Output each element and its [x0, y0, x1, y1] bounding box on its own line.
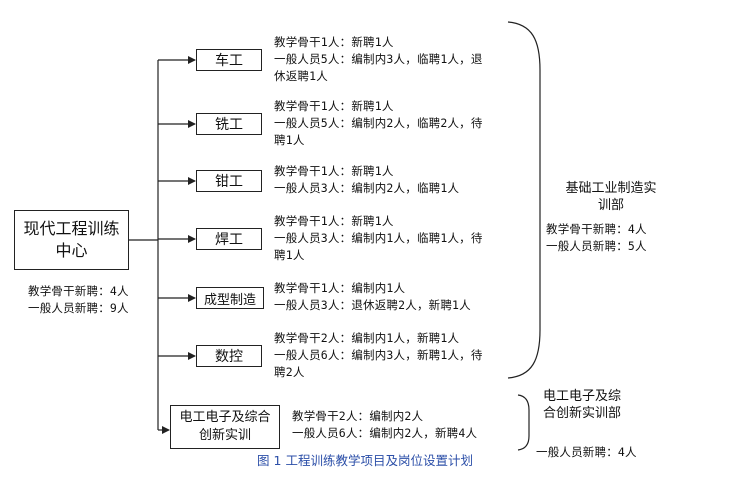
- workshop-name: 数控: [215, 349, 243, 365]
- desc-line: 一般人员3人：编制内1人，临聘1人，待: [274, 231, 483, 245]
- desc-line: 一般人员6人：编制内2人，新聘4人: [292, 426, 478, 440]
- workshop-name: 焊工: [215, 232, 243, 248]
- desc-line: 教学骨干1人：编制内1人: [274, 281, 406, 295]
- desc-line: 聘2人: [274, 365, 305, 379]
- center-title: 现代工程训练中心: [23, 219, 120, 260]
- desc-line: 教学骨干1人：新聘1人: [274, 214, 394, 228]
- workshop-box-xigong[interactable]: 铣工: [196, 113, 262, 135]
- center-stats: 教学骨干新聘：4人 一般人员新聘：9人: [28, 283, 129, 317]
- workshop-desc-xigong: 教学骨干1人：新聘1人 一般人员5人：编制内2人，临聘2人，待 聘1人: [274, 98, 483, 149]
- elec-dept-brace: [517, 394, 530, 451]
- workshop-box-qiangong[interactable]: 钳工: [196, 170, 262, 192]
- caption-text: 图 1 工程训练教学项目及岗位设置计划: [257, 453, 473, 468]
- desc-line: 教学骨干1人：新聘1人: [274, 35, 394, 49]
- center-box[interactable]: 现代工程训练中心: [14, 210, 129, 270]
- workshop-name: 成型制造: [203, 292, 256, 308]
- basic-dept-brace: [507, 21, 541, 379]
- desc-line: 一般人员5人：编制内2人，临聘2人，待: [274, 116, 483, 130]
- desc-line: 聘1人: [274, 248, 305, 262]
- workshop-desc-qiangong: 教学骨干1人：新聘1人 一般人员3人：编制内2人，临聘1人: [274, 163, 459, 197]
- workshop-box-shukong[interactable]: 数控: [196, 345, 262, 367]
- dept-stat-line: 教学骨干新聘：4人: [546, 222, 647, 236]
- elec-dept-stats: 一般人员新聘：4人: [536, 444, 637, 461]
- desc-line: 教学骨干2人：编制内2人: [292, 409, 424, 423]
- elec-dept-title: 电工电子及综合创新实训部: [542, 388, 622, 422]
- basic-dept-title-text: 基础工业制造实训部: [565, 181, 657, 213]
- electrical-name: 电工电子及综合创新实训: [179, 410, 271, 443]
- workshop-desc-shukong: 教学骨干2人：编制内1人，新聘1人 一般人员6人：编制内3人，新聘1人，待 聘2…: [274, 330, 483, 381]
- dept-stat-line: 一般人员新聘：5人: [546, 239, 647, 253]
- basic-dept-stats: 教学骨干新聘：4人 一般人员新聘：5人: [546, 221, 647, 255]
- workshop-desc-chegong: 教学骨干1人：新聘1人 一般人员5人：编制内3人，临聘1人，退 休返聘1人: [274, 34, 483, 85]
- desc-line: 一般人员6人：编制内3人，新聘1人，待: [274, 348, 483, 362]
- desc-line: 教学骨干1人：新聘1人: [274, 164, 394, 178]
- center-stat-line: 一般人员新聘：9人: [28, 301, 129, 315]
- desc-line: 聘1人: [274, 133, 305, 147]
- figure-caption: 图 1 工程训练教学项目及岗位设置计划: [0, 450, 730, 469]
- workshop-box-hangong[interactable]: 焊工: [196, 228, 262, 250]
- workshop-box-chengxing[interactable]: 成型制造: [196, 287, 264, 309]
- elec-dept-title-text: 电工电子及综合创新实训部: [542, 389, 621, 421]
- electrical-box[interactable]: 电工电子及综合创新实训: [170, 405, 280, 449]
- workshop-desc-hangong: 教学骨干1人：新聘1人 一般人员3人：编制内1人，临聘1人，待 聘1人: [274, 213, 483, 264]
- workshop-name: 车工: [215, 53, 243, 69]
- desc-line: 教学骨干1人：新聘1人: [274, 99, 394, 113]
- workshop-desc-chengxing: 教学骨干1人：编制内1人 一般人员3人：退休返聘2人，新聘1人: [274, 280, 471, 314]
- desc-line: 一般人员3人：编制内2人，临聘1人: [274, 181, 460, 195]
- center-stat-line: 教学骨干新聘：4人: [28, 284, 129, 298]
- dept-stat-line: 一般人员新聘：4人: [536, 445, 637, 459]
- desc-line: 一般人员5人：编制内3人，临聘1人，退: [274, 52, 483, 66]
- workshop-name: 铣工: [215, 117, 243, 133]
- workshop-name: 钳工: [215, 174, 243, 190]
- desc-line: 休返聘1人: [274, 69, 328, 83]
- workshop-box-chegong[interactable]: 车工: [196, 49, 262, 71]
- desc-line: 教学骨干2人：编制内1人，新聘1人: [274, 331, 460, 345]
- electrical-desc: 教学骨干2人：编制内2人 一般人员6人：编制内2人，新聘4人: [292, 408, 477, 442]
- desc-line: 一般人员3人：退休返聘2人，新聘1人: [274, 298, 471, 312]
- basic-dept-title: 基础工业制造实训部: [565, 180, 657, 214]
